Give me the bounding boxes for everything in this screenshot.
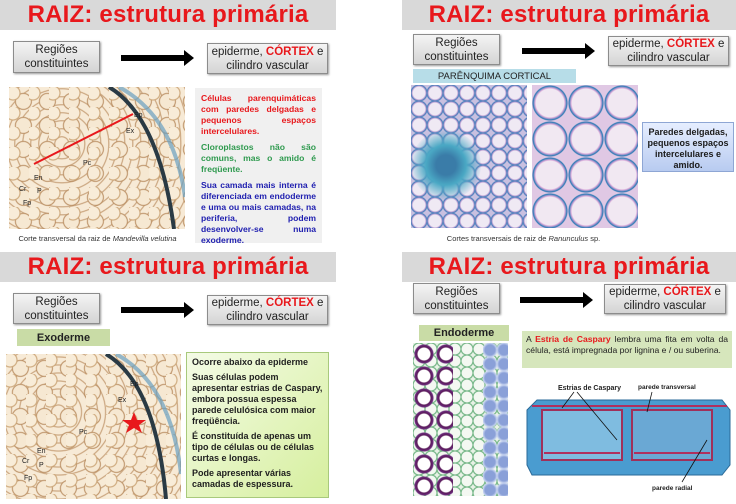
cortex-cells <box>483 343 508 496</box>
svg-text:Pc: Pc <box>79 429 88 436</box>
slide3-arrow-icon <box>121 302 194 318</box>
svg-text:Cr: Cr <box>19 186 27 193</box>
slide3-micrograph-overlay: Ep Ex Pc En Cr P Fp <box>22 352 183 500</box>
label-radial-wall: parede radial <box>652 485 693 492</box>
slide3-title-bar: RAIZ: estrutura primária <box>0 252 336 282</box>
svg-text:P: P <box>37 188 42 195</box>
slide4-info-box: A Estria de Caspary lembra uma fita em v… <box>522 331 732 368</box>
svg-text:En: En <box>37 448 46 455</box>
svg-text:Cr: Cr <box>22 458 30 465</box>
slide4-regions-box: Regiões constituintes <box>413 283 500 314</box>
svg-text:En: En <box>34 175 43 182</box>
slide4-arrow-icon <box>520 292 593 308</box>
slide1-title: RAIZ: estrutura primária <box>27 1 309 28</box>
slide1-title-bar: RAIZ: estrutura primária <box>0 0 336 30</box>
slide3-root-micrograph: Ep Ex Pc En Cr P Fp <box>6 352 183 500</box>
slide2-title: RAIZ: estrutura primária <box>428 1 710 28</box>
svg-text:P: P <box>39 462 44 469</box>
slide4-title-bar: RAIZ: estrutura primária <box>402 252 736 282</box>
slide3-result-box: epiderme, CÓRTEX e cilindro vascular <box>207 295 328 325</box>
slide2-caption: Cortes transversais de raiz de Ranunculu… <box>446 234 601 243</box>
slide1-arrow-icon <box>121 50 194 66</box>
slide1-info-box: Células parenquimáticas com paredes delg… <box>195 88 322 245</box>
svg-text:Fp: Fp <box>23 200 31 207</box>
slide1-result-box: epiderme, CÓRTEX e cilindro vascular <box>207 43 328 74</box>
slide1-micrograph-overlay: Ep Ex Pc En Cr P Fp <box>19 85 187 230</box>
svg-text:Pc: Pc <box>83 160 92 167</box>
slide1-regions-box: Regiões constituintes <box>13 41 100 73</box>
label-transverse-wall: parede transversal <box>638 384 696 391</box>
slide4-label-endoderme: Endoderme <box>419 325 509 341</box>
slide2-regions-box: Regiões constituintes <box>413 34 500 65</box>
xylem-cells <box>413 343 453 496</box>
slide3-title: RAIZ: estrutura primária <box>27 253 309 280</box>
slide2-result-box: epiderme, CÓRTEX e cilindro vascular <box>608 36 729 66</box>
slide2-micrograph-left <box>411 85 527 228</box>
vascular-cylinder <box>411 130 481 200</box>
svg-text:Ep: Ep <box>130 381 139 388</box>
slide4-endoderm-micrograph <box>413 343 508 496</box>
slide3-info-box: Ocorre abaixo da epiderme Suas células p… <box>186 352 329 498</box>
slide4-casparian-diagram: Estrias de Caspary parede transversal pa… <box>522 380 732 496</box>
slide2-callout-box: Paredes delgadas, pequenos espaços inter… <box>642 122 734 172</box>
slide2-arrow-icon <box>522 43 595 59</box>
svg-text:Ep: Ep <box>134 112 143 119</box>
slide3-regions-box: Regiões constituintes <box>13 293 100 324</box>
slide4-title: RAIZ: estrutura primária <box>428 253 710 280</box>
casparian-strip-diagram: Estrias de Caspary parede transversal pa… <box>526 384 731 492</box>
slide2-title-bar: RAIZ: estrutura primária <box>402 0 736 30</box>
slide2-label-parenquima: PARÊNQUIMA CORTICAL <box>413 69 576 83</box>
label-casparian: Estrias de Caspary <box>558 385 621 392</box>
svg-text:Ex: Ex <box>126 128 135 135</box>
star-marker-icon <box>122 412 146 433</box>
svg-text:Fp: Fp <box>24 475 32 482</box>
slide1-caption: Corte transversal da raiz de Mandevilla … <box>18 234 177 243</box>
slide3-label-exoderme: Exoderme <box>17 329 110 346</box>
slide1-root-micrograph: Ep Ex Pc En Cr P Fp <box>9 85 187 230</box>
slide2-micrograph-right <box>532 85 638 228</box>
slide4-result-box: epiderme, CÓRTEX e cilindro vascular <box>604 284 726 314</box>
svg-text:Ex: Ex <box>118 397 127 404</box>
